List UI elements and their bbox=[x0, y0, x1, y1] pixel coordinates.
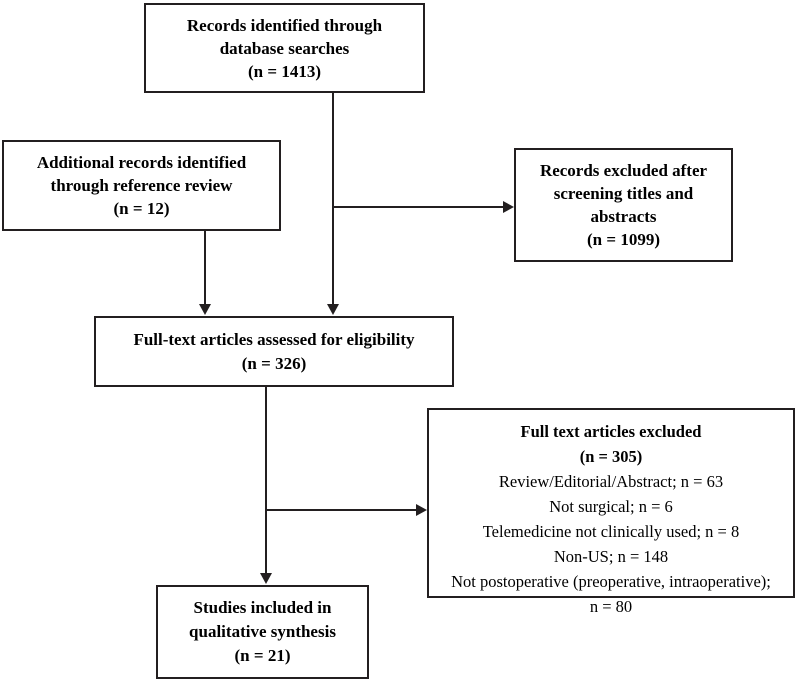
arrowhead-down-into-fulltext-assessed-2 bbox=[199, 304, 211, 315]
node-fulltext-excluded-reason-3: Telemedicine not clinically used; n = 8 bbox=[482, 522, 740, 541]
node-fulltext-assessed-line-1: Full-text articles assessed for eligibil… bbox=[133, 329, 415, 349]
node-fulltext-excluded: Full text articles excluded (n = 305) Re… bbox=[427, 408, 795, 616]
node-records-excluded-line-2: screening titles and bbox=[553, 184, 694, 203]
node-fulltext-excluded-reason-5-count: n = 80 bbox=[589, 597, 633, 616]
node-additional-records-line-2: through reference review bbox=[50, 176, 233, 195]
node-records-excluded-line-1: Records excluded after bbox=[539, 161, 708, 180]
node-records-excluded-count: (n = 1099) bbox=[587, 230, 660, 249]
node-studies-included-line-2: qualitative synthesis bbox=[189, 622, 336, 641]
node-fulltext-assessed-count: (n = 326) bbox=[241, 353, 307, 373]
arrowhead-down-into-studies-included bbox=[260, 573, 272, 584]
connector-records-identified-to-fulltext bbox=[332, 93, 334, 305]
node-records-identified-line-2: database searches bbox=[219, 38, 350, 58]
node-studies-included-count: (n = 21) bbox=[234, 646, 291, 665]
node-records-excluded-line-3: abstracts bbox=[590, 207, 657, 226]
node-studies-included: Studies included in qualitative synthesi… bbox=[156, 585, 369, 679]
arrowhead-down-into-fulltext-assessed bbox=[327, 304, 339, 315]
node-records-identified-count: (n = 1413) bbox=[248, 61, 321, 81]
connector-additional-records-to-fulltext bbox=[204, 231, 206, 305]
connector-to-fulltext-excluded bbox=[265, 509, 417, 511]
node-fulltext-assessed: Full-text articles assessed for eligibil… bbox=[94, 316, 454, 387]
arrowhead-right-into-records-excluded bbox=[503, 201, 514, 213]
node-fulltext-excluded-reason-2: Not surgical; n = 6 bbox=[549, 497, 673, 516]
node-records-excluded: Records excluded after screening titles … bbox=[514, 148, 733, 262]
node-studies-included-line-1: Studies included in bbox=[193, 598, 332, 617]
node-additional-records-count: (n = 12) bbox=[113, 199, 170, 218]
node-fulltext-excluded-reason-1: Review/Editorial/Abstract; n = 63 bbox=[498, 472, 724, 491]
node-fulltext-excluded-heading: Full text articles excluded bbox=[520, 422, 702, 441]
node-additional-records-line-1: Additional records identified bbox=[36, 153, 247, 172]
node-records-identified: Records identified through database sear… bbox=[144, 3, 425, 93]
arrowhead-right-into-fulltext-excluded bbox=[416, 504, 427, 516]
node-records-identified-line-1: Records identified through bbox=[186, 15, 383, 35]
node-additional-records: Additional records identified through re… bbox=[2, 140, 281, 231]
node-fulltext-excluded-count: (n = 305) bbox=[579, 447, 643, 466]
node-fulltext-excluded-reason-5: Not postoperative (preoperative, intraop… bbox=[451, 572, 771, 591]
connector-fulltext-to-studies-included bbox=[265, 387, 267, 574]
connector-to-records-excluded bbox=[332, 206, 504, 208]
node-fulltext-excluded-reason-4: Non-US; n = 148 bbox=[553, 547, 669, 566]
